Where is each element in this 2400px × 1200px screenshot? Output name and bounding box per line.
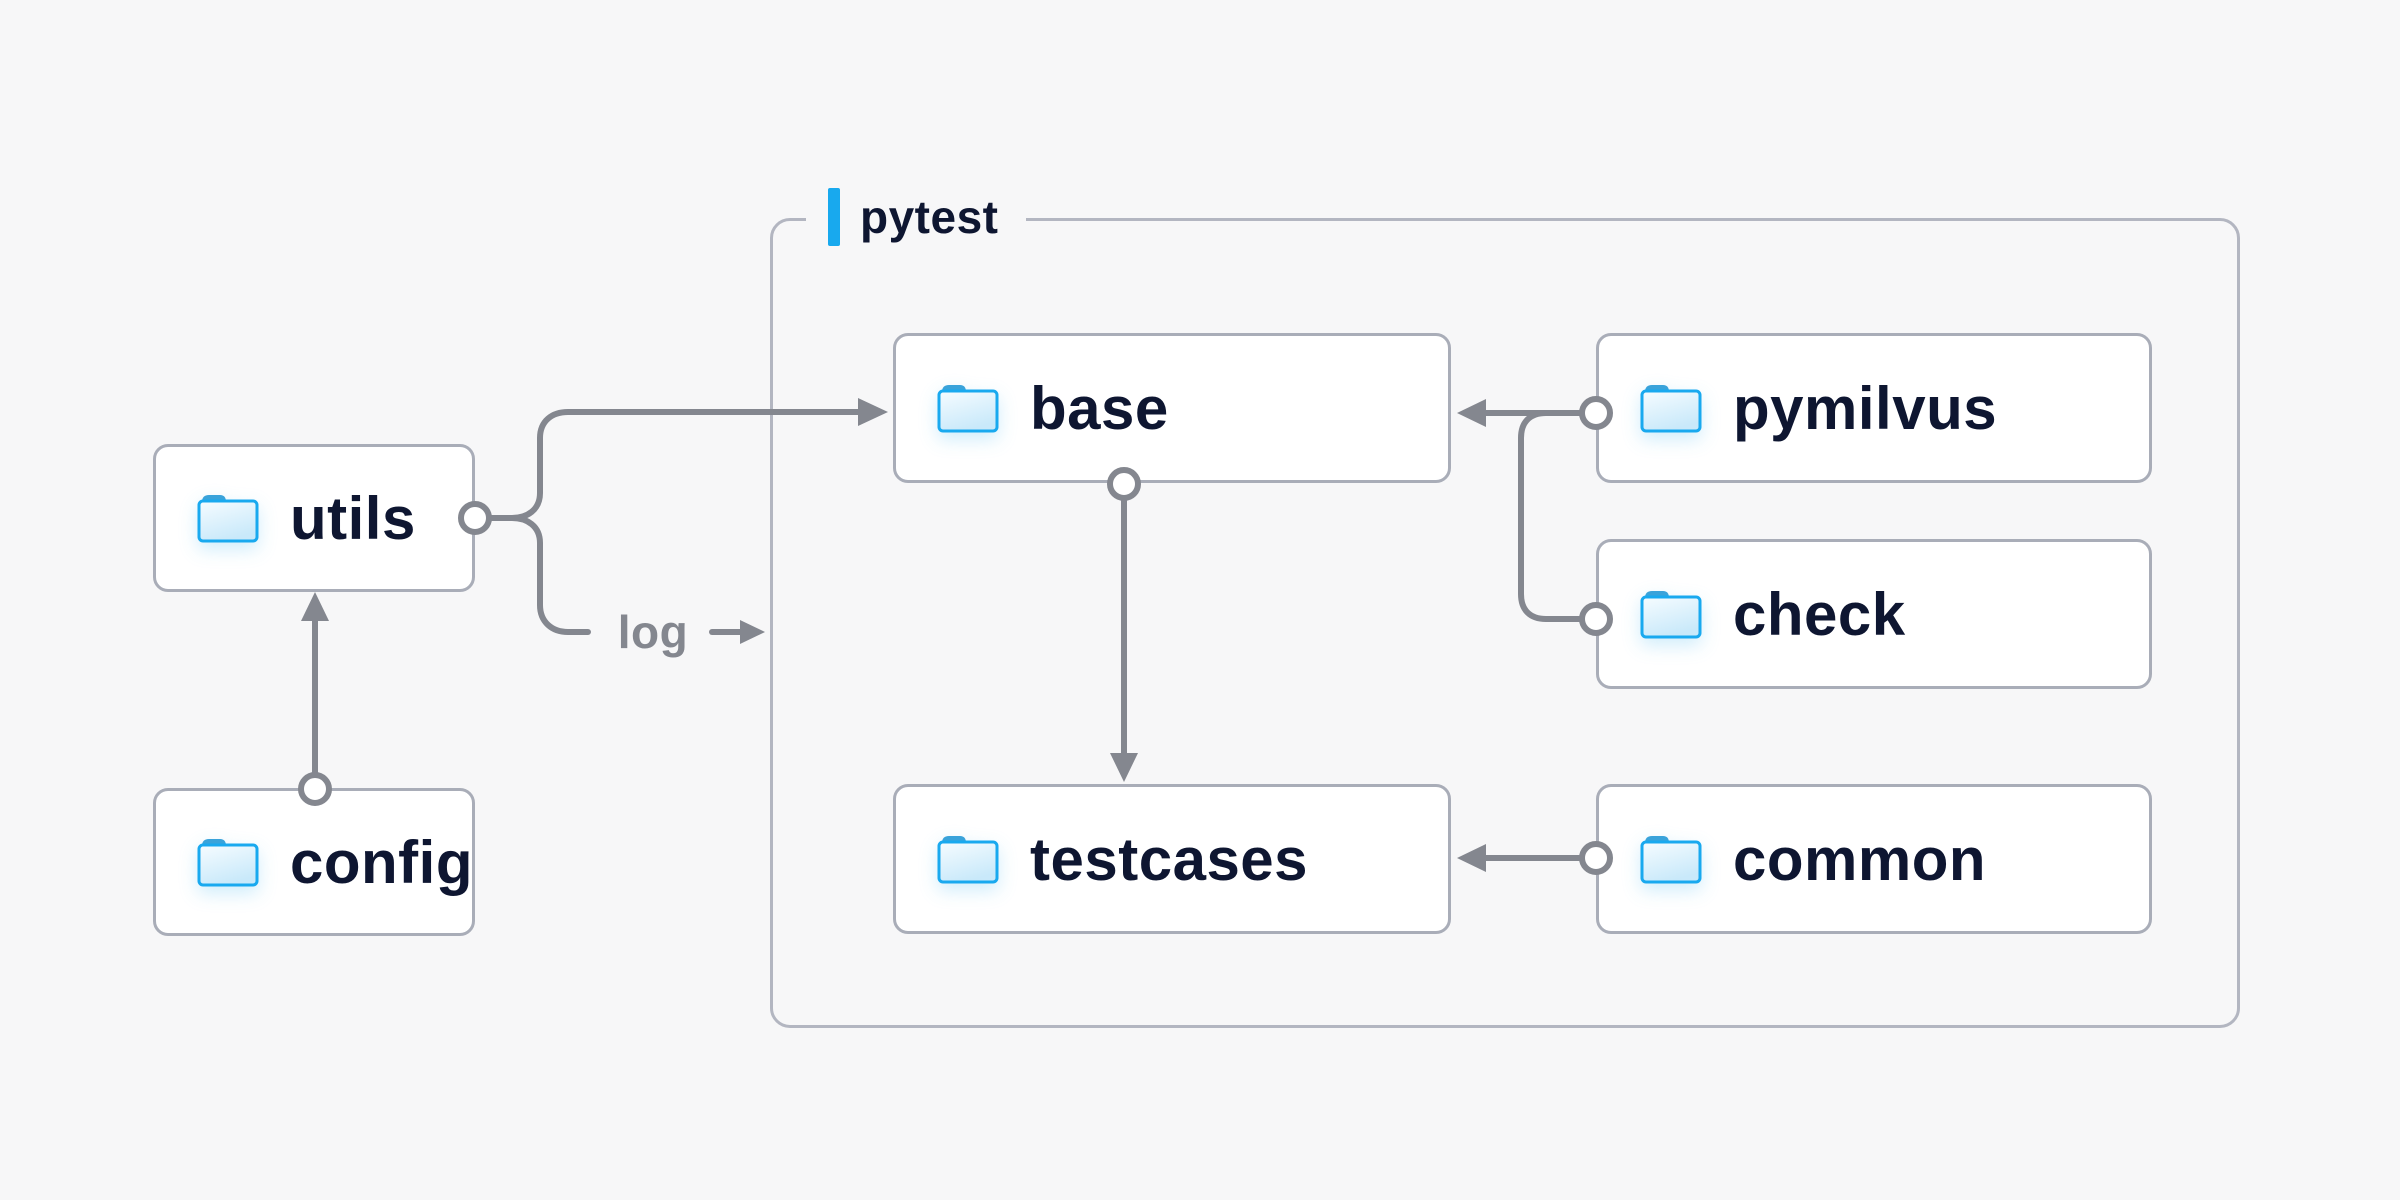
node-label: check xyxy=(1733,580,1906,648)
folder-icon xyxy=(936,382,1000,434)
node-pymilvus: pymilvus xyxy=(1596,333,2152,483)
node-label: utils xyxy=(290,484,416,552)
node-config: config xyxy=(153,788,475,936)
node-common: common xyxy=(1596,784,2152,934)
pytest-group-label-text: pytest xyxy=(860,191,999,243)
node-label: common xyxy=(1733,825,1987,893)
folder-icon xyxy=(1639,833,1703,885)
pytest-group-container xyxy=(770,218,2240,1028)
arrowhead-config-to-utils xyxy=(301,592,329,621)
pytest-group-label: pytest xyxy=(806,185,1027,249)
folder-icon xyxy=(936,833,1000,885)
folder-icon xyxy=(1639,382,1703,434)
node-utils: utils xyxy=(153,444,475,592)
node-label: pymilvus xyxy=(1733,374,1998,442)
node-label: testcases xyxy=(1030,825,1309,893)
pytest-accent-bar-icon xyxy=(828,188,840,246)
node-label: base xyxy=(1030,374,1169,442)
arrowhead-log-to-group xyxy=(740,620,765,644)
node-check: check xyxy=(1596,539,2152,689)
edge-utils-to-log xyxy=(509,515,591,635)
log-edge-label: log xyxy=(617,606,689,658)
node-label: config xyxy=(290,828,473,896)
folder-icon xyxy=(196,836,260,888)
folder-icon xyxy=(1639,588,1703,640)
node-base: base xyxy=(893,333,1451,483)
node-testcases: testcases xyxy=(893,784,1451,934)
folder-icon xyxy=(196,492,260,544)
